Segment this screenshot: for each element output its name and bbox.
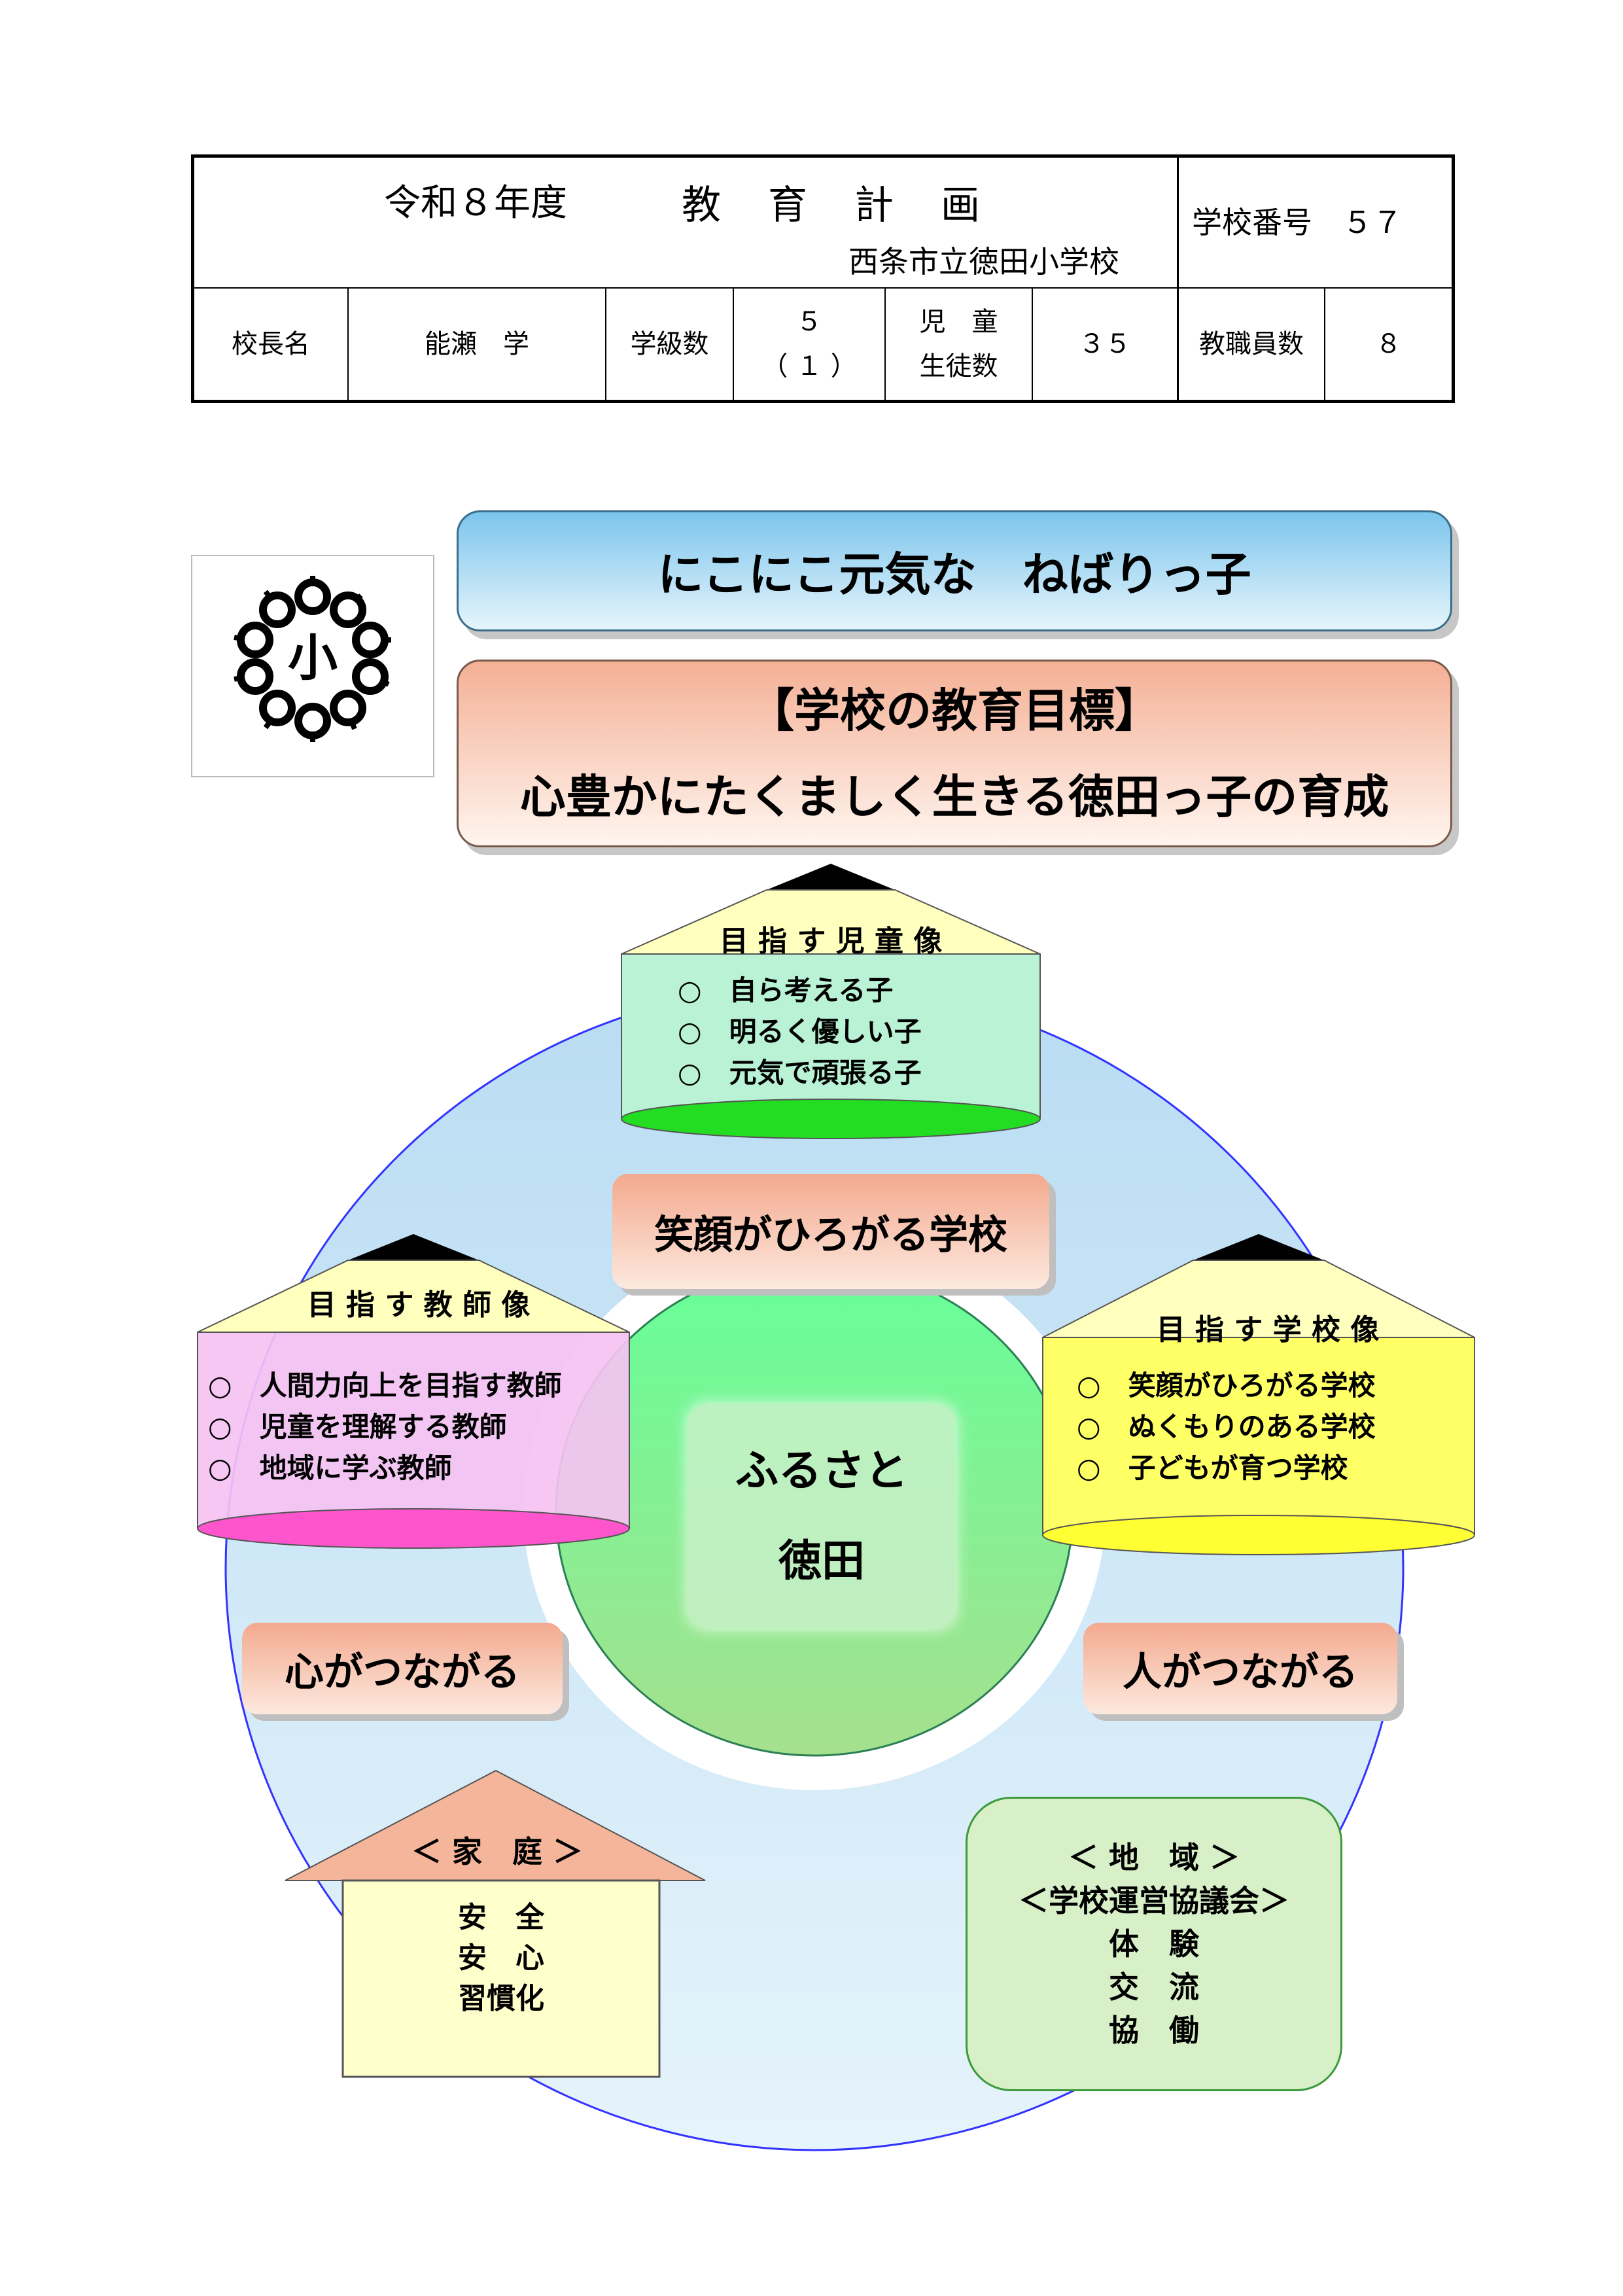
principal-value: 能瀬 学: [425, 329, 529, 359]
students-label-1: 児 童: [919, 307, 998, 337]
list-item: ○ 元気で頑張る子: [678, 1057, 922, 1089]
principal-label: 校長名: [232, 329, 310, 359]
teacher-ideal-title: 目 指 す 教 師 像: [307, 1288, 531, 1322]
classes-value: ５: [796, 307, 822, 337]
staff-value: ８: [1375, 329, 1402, 359]
label-left-text: 心がつながる: [285, 1649, 520, 1695]
principal-value-cell: 能瀬 学: [349, 289, 606, 400]
home-shape: [285, 1769, 706, 2078]
title-cell: 令和８年度 教 育 計 画 西条市立徳田小学校: [194, 158, 1179, 289]
list-item: ○ ぬくもりのある学校: [1077, 1411, 1376, 1443]
label-top: 笑顔がひろがる学校: [612, 1174, 1049, 1289]
teacher-ideal-list: ○ 人間力向上を目指す教師 ○ 児童を理解する教師 ○ 地域に学ぶ教師: [208, 1365, 562, 1489]
classes-value-cell: ５ （ １ ）: [734, 289, 886, 400]
label-left: 心がつながる: [242, 1623, 563, 1714]
school-emblem-icon: 小: [234, 576, 391, 742]
school-name: 西条市立徳田小学校: [848, 244, 1119, 279]
school-ideal-list: ○ 笑顔がひろがる学校 ○ ぬくもりのある学校 ○ 子どもが育つ学校: [1077, 1365, 1376, 1489]
students-value: ３５: [1079, 329, 1131, 359]
school-number: 学校番号 ５７: [1192, 204, 1403, 240]
classes-label-cell: 学級数: [606, 289, 734, 400]
students-value-cell: ３５: [1033, 289, 1179, 400]
list-item: ○ 人間力向上を目指す教師: [208, 1369, 562, 1402]
list-item: ○ 子どもが育つ学校: [1077, 1452, 1348, 1484]
slogan-text: にこにこ元気な ねばりっ子: [657, 548, 1251, 601]
students-label-cell: 児 童 生徒数: [886, 289, 1033, 400]
list-item: ○ 自ら考える子: [678, 974, 894, 1006]
home-line: 習慣化: [458, 1982, 544, 2015]
students-label-2: 生徒数: [919, 351, 998, 381]
classes-sub: （ １ ）: [761, 351, 857, 381]
teacher-ideal-shape: [197, 1234, 630, 1549]
community-line: 体 験: [1109, 1926, 1199, 1962]
home-title: ＜ 家 庭 ＞: [411, 1834, 584, 1869]
label-right: 人がつながる: [1083, 1623, 1397, 1714]
goal-heading: 【学校の教育目標】: [748, 683, 1161, 737]
staff-value-cell: ８: [1325, 289, 1452, 400]
list-item: ○ 地域に学ぶ教師: [208, 1452, 452, 1484]
label-right-text: 人がつながる: [1123, 1649, 1358, 1695]
goal-text: 心豊かにたくましく生きる徳田っ子の育成: [519, 769, 1389, 824]
staff-label-cell: 教職員数: [1179, 289, 1325, 400]
child-ideal-list: ○ 自ら考える子 ○ 明るく優しい子 ○ 元気で頑張る子: [678, 970, 922, 1093]
community-box: ＜ 地 域 ＞ ＜学校運営協議会＞ 体 験 交 流 協 働: [966, 1797, 1342, 2091]
label-top-text: 笑顔がひろがる学校: [654, 1212, 1007, 1258]
community-title: ＜ 地 域 ＞: [1068, 1840, 1240, 1875]
community-line: 協 働: [1109, 2013, 1199, 2048]
list-item: ○ 児童を理解する教師: [208, 1411, 507, 1443]
child-ideal-title: 目 指 す 児 童 像: [719, 925, 943, 958]
principal-label-cell: 校長名: [194, 289, 349, 400]
year-label: 令和８年度: [384, 182, 567, 224]
school-emblem: 小: [191, 555, 434, 777]
classes-label: 学級数: [630, 329, 709, 359]
community-line: ＜学校運営協議会＞: [1019, 1883, 1289, 1918]
emblem-char: 小: [288, 629, 338, 687]
center-line-2: 徳田: [778, 1536, 865, 1586]
goal-banner: 【学校の教育目標】 心豊かにたくましく生きる徳田っ子の育成: [457, 660, 1452, 847]
center-line-1: ふるさと: [735, 1445, 908, 1496]
list-item: ○ 笑顔がひろがる学校: [1077, 1369, 1376, 1402]
school-number-cell: 学校番号 ５７: [1179, 158, 1452, 289]
staff-label: 教職員数: [1199, 329, 1304, 359]
school-ideal-shape: [1042, 1234, 1475, 1555]
slogan-banner: にこにこ元気な ねばりっ子: [457, 510, 1452, 631]
home-line: 安 全: [458, 1901, 544, 1934]
home-lines: 安 全 安 心 習慣化: [343, 1898, 659, 2019]
child-ideal-shape: [621, 864, 1041, 1139]
header-table: 令和８年度 教 育 計 画 西条市立徳田小学校 学校番号 ５７ 校長名 能瀬 学…: [191, 154, 1455, 403]
home-line: 安 心: [458, 1941, 544, 1975]
school-ideal-title: 目 指 す 学 校 像: [1156, 1313, 1380, 1347]
plan-title: 教 育 計 画: [682, 183, 984, 228]
center-box: ふるさと 徳田: [688, 1404, 955, 1628]
community-line: 交 流: [1109, 1969, 1199, 2005]
list-item: ○ 明るく優しい子: [678, 1016, 922, 1048]
